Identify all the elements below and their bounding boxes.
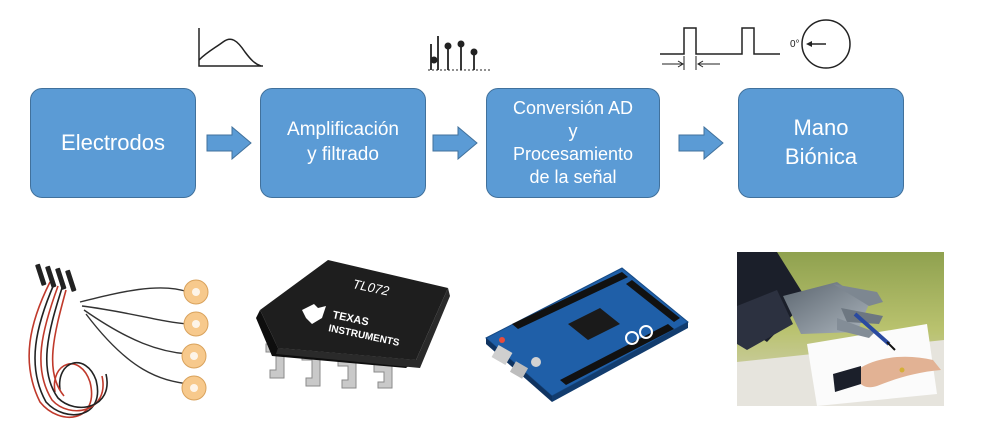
stage-ad-conversion: Conversión AD y Procesamiento de la seña… xyxy=(486,88,660,198)
stage-amplification-label: Amplificación y filtrado xyxy=(287,119,399,165)
stage-bionic-hand: Mano Biónica xyxy=(738,88,904,198)
servo-angle-icon: 0° xyxy=(790,19,851,69)
stage-amplification: Amplificación y filtrado xyxy=(260,88,426,198)
flow-arrow-1 xyxy=(206,126,252,160)
stage-electrodes: Electrodos xyxy=(30,88,196,198)
arduino-board-image xyxy=(485,267,689,402)
dial-angle-label: 0° xyxy=(790,39,800,50)
tl072-chip-image: TL072 TEXAS INSTRUMENTS xyxy=(256,260,450,389)
stage-ad-conversion-label: Conversión AD y Procesamiento de la seña… xyxy=(512,97,634,188)
pwm-pulse-icon xyxy=(660,27,780,70)
flow-arrow-3 xyxy=(678,126,724,160)
sampled-signal-icon xyxy=(428,36,490,71)
bionic-hand-photo xyxy=(737,252,944,406)
stage-bionic-hand-label: Mano Biónica xyxy=(784,115,858,169)
stage-electrodes-label: Electrodos xyxy=(61,129,165,155)
emg-waveform-icon xyxy=(198,28,263,67)
flow-arrow-2 xyxy=(432,126,478,160)
electrodes-image xyxy=(28,263,209,418)
